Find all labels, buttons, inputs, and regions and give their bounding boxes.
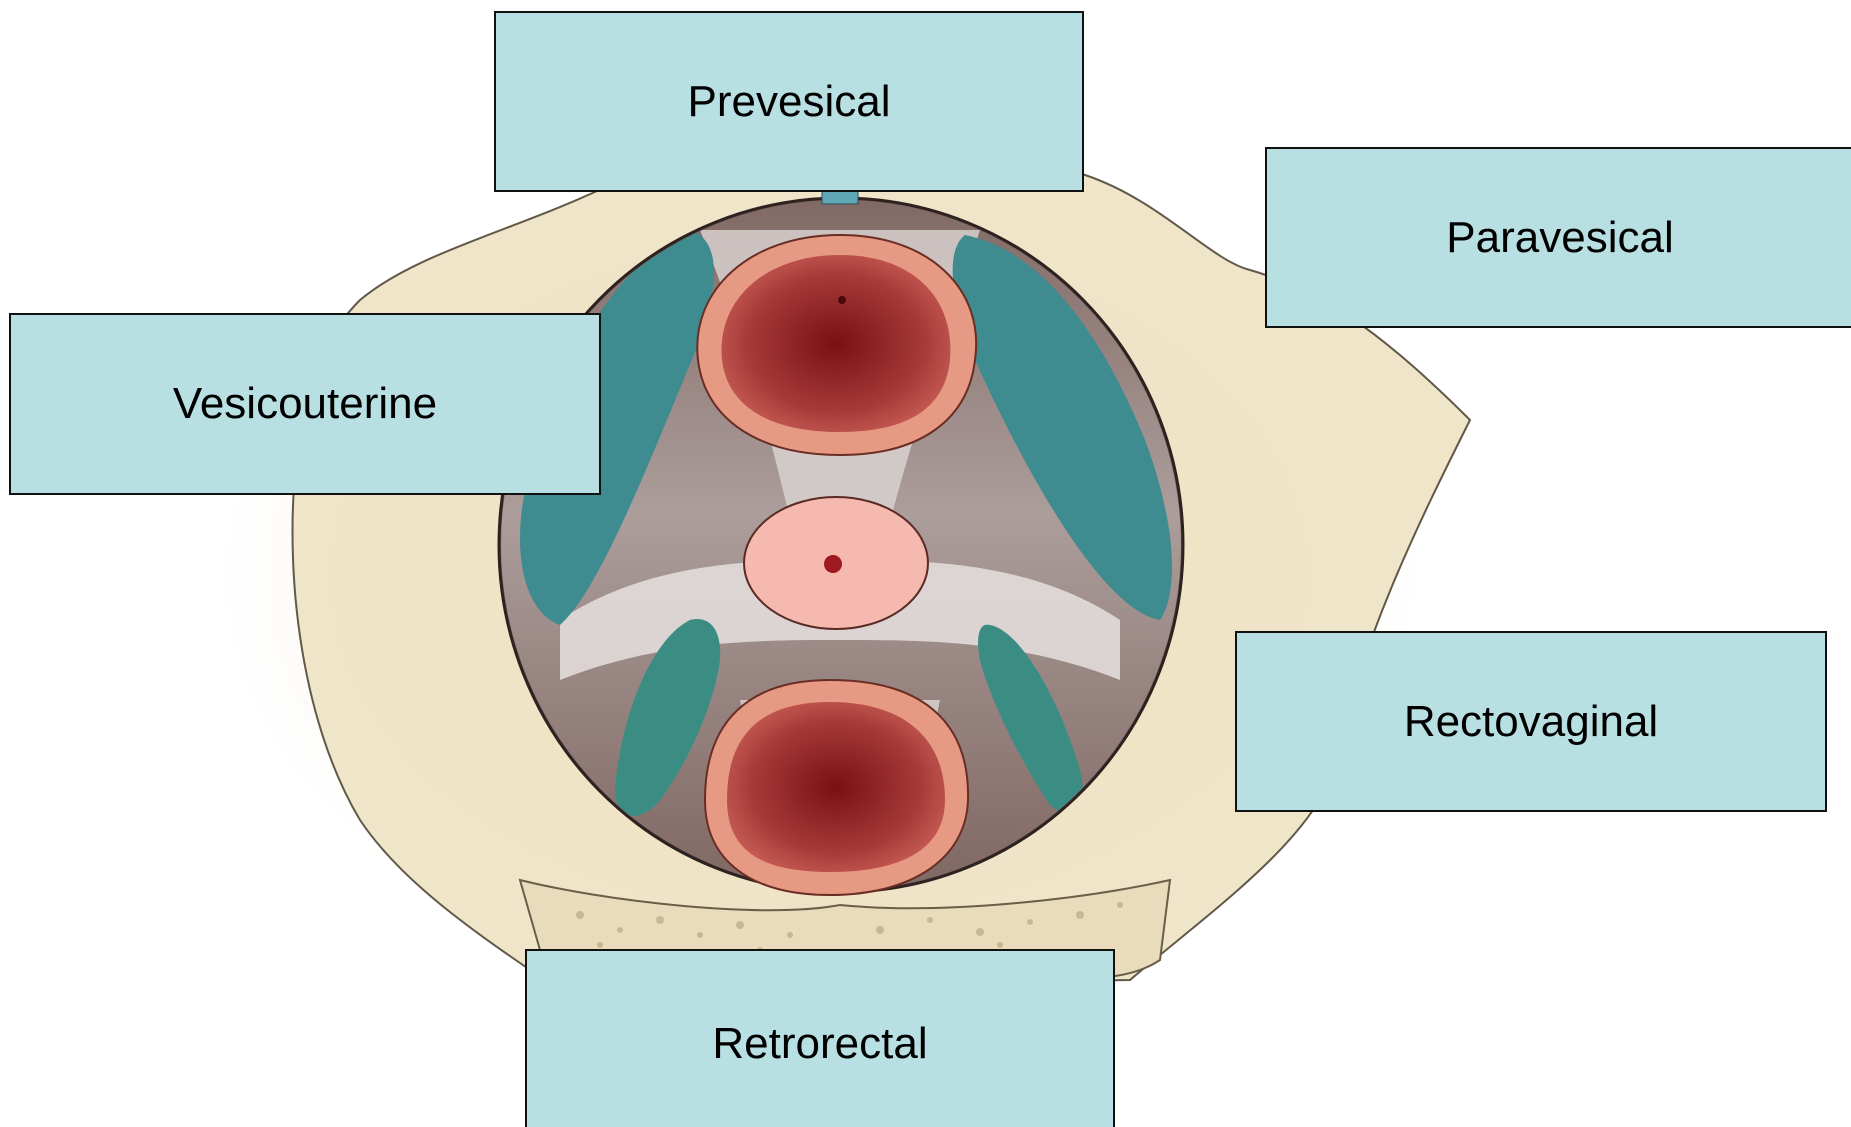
label-prevesical-text: Prevesical — [688, 77, 891, 127]
label-rectovaginal-text: Rectovaginal — [1404, 697, 1658, 747]
label-vesicouterine-text: Vesicouterine — [173, 379, 437, 429]
label-retrorectal-text: Retrorectal — [712, 1019, 927, 1069]
label-prevesical[interactable]: Prevesical — [494, 11, 1084, 192]
label-paravesical-text: Paravesical — [1446, 213, 1673, 263]
label-retrorectal[interactable]: Retrorectal — [525, 949, 1115, 1127]
pubic-symphysis — [822, 190, 858, 204]
label-paravesical[interactable]: Paravesical — [1265, 147, 1851, 328]
rectum-lumen — [727, 702, 945, 872]
cervical-os — [824, 555, 842, 573]
label-vesicouterine[interactable]: Vesicouterine — [9, 313, 601, 495]
label-rectovaginal[interactable]: Rectovaginal — [1235, 631, 1827, 812]
bladder-lumen — [722, 255, 951, 432]
